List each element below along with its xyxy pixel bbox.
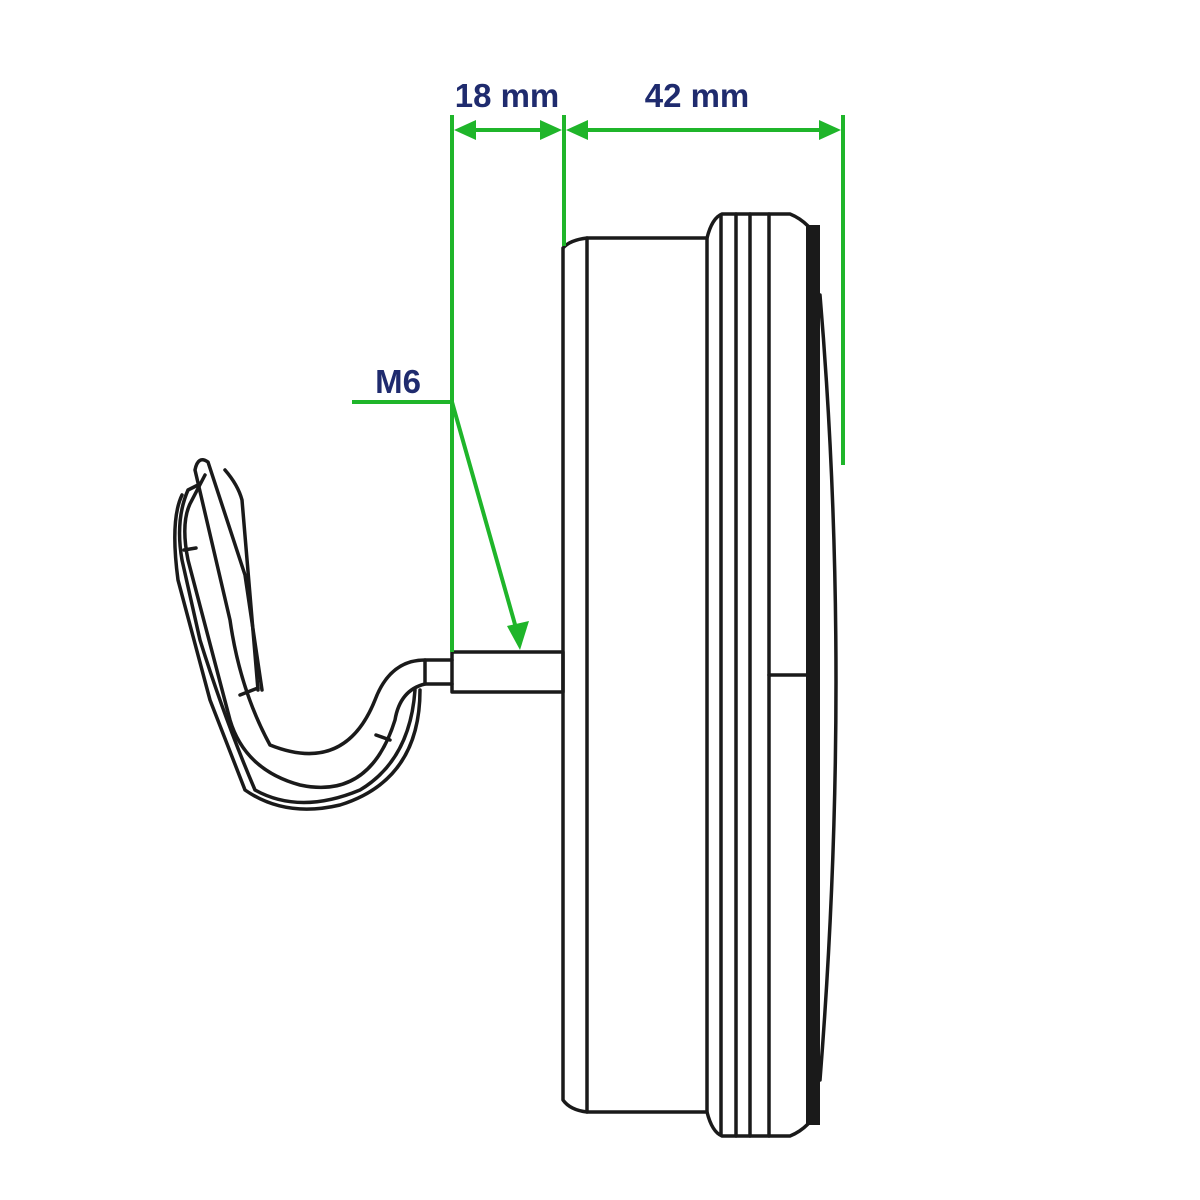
thread-label-m6: M6 (375, 363, 421, 400)
lamp-body (561, 212, 838, 1138)
arrowhead-icon (566, 120, 588, 140)
m6-stud (450, 650, 565, 694)
dimension-lines (352, 115, 845, 652)
arrowhead-icon (819, 120, 841, 140)
cable-bundle (173, 458, 454, 811)
arrowhead-icon (540, 120, 562, 140)
arrowhead-icon (454, 120, 476, 140)
dimension-label-42mm: 42 mm (645, 77, 750, 114)
gasket-band (806, 225, 820, 1125)
lens-curve (818, 293, 838, 1082)
arrowhead-icon (507, 621, 529, 650)
m6-leader-line (352, 400, 518, 629)
dimension-label-18mm: 18 mm (455, 77, 560, 114)
